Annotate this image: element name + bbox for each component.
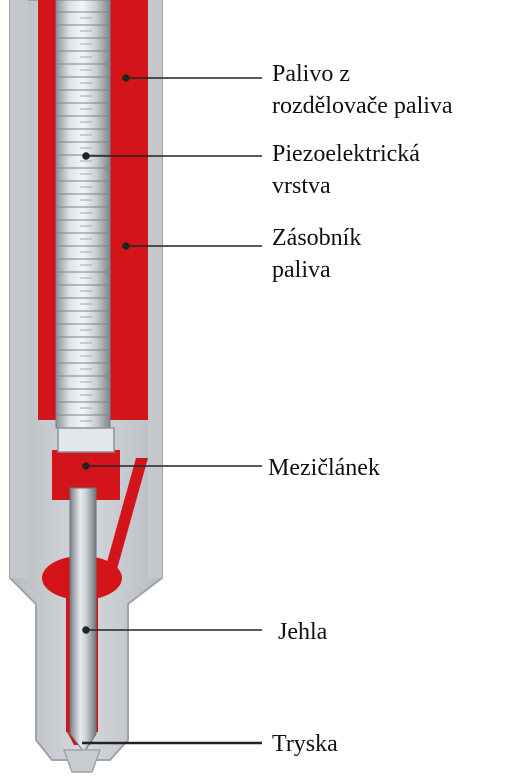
label-piezo-line-1: Piezoelektrická	[272, 138, 420, 170]
leader-fuel-in-dot	[123, 75, 129, 81]
leader-piezo-dot	[83, 153, 89, 159]
label-fuel-in-line-1: Palivo z	[272, 58, 453, 90]
label-nozzle: Tryska	[272, 728, 338, 760]
leader-reservoir-dot	[123, 243, 129, 249]
piezo-stack	[56, 0, 110, 428]
label-reservoir-line-1: Zásobník	[272, 222, 361, 254]
label-piezo: Piezoelektrická vrstva	[272, 138, 420, 202]
leader-needle-dot	[83, 627, 89, 633]
label-reservoir-line-2: paliva	[272, 254, 361, 286]
label-fuel-in-line-2: rozdělovače paliva	[272, 90, 453, 122]
label-intermediate: Mezičlánek	[268, 452, 380, 484]
label-fuel-in: Palivo z rozdělovače paliva	[272, 58, 453, 122]
label-needle: Jehla	[278, 616, 327, 648]
nozzle-tip	[64, 750, 100, 772]
leader-intermediate-dot	[83, 463, 89, 469]
label-reservoir: Zásobník paliva	[272, 222, 361, 286]
needle	[70, 488, 96, 752]
label-piezo-line-2: vrstva	[272, 170, 420, 202]
intermediate-piece	[58, 428, 114, 452]
